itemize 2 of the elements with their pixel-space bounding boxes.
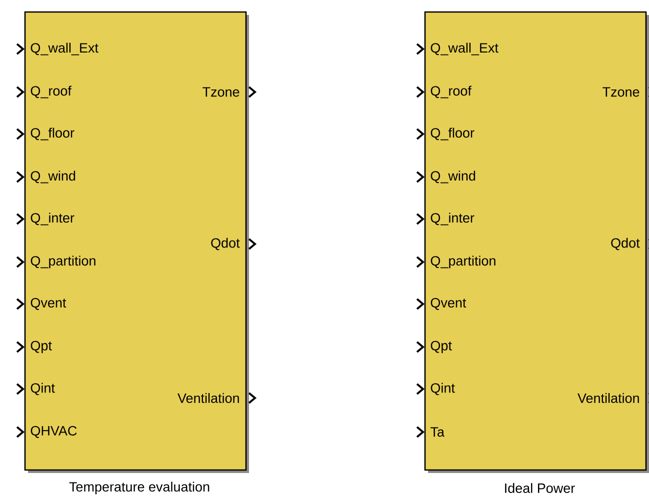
block-caption: Ideal Power bbox=[505, 483, 575, 493]
block-caption: Temperature evaluation bbox=[69, 482, 210, 494]
